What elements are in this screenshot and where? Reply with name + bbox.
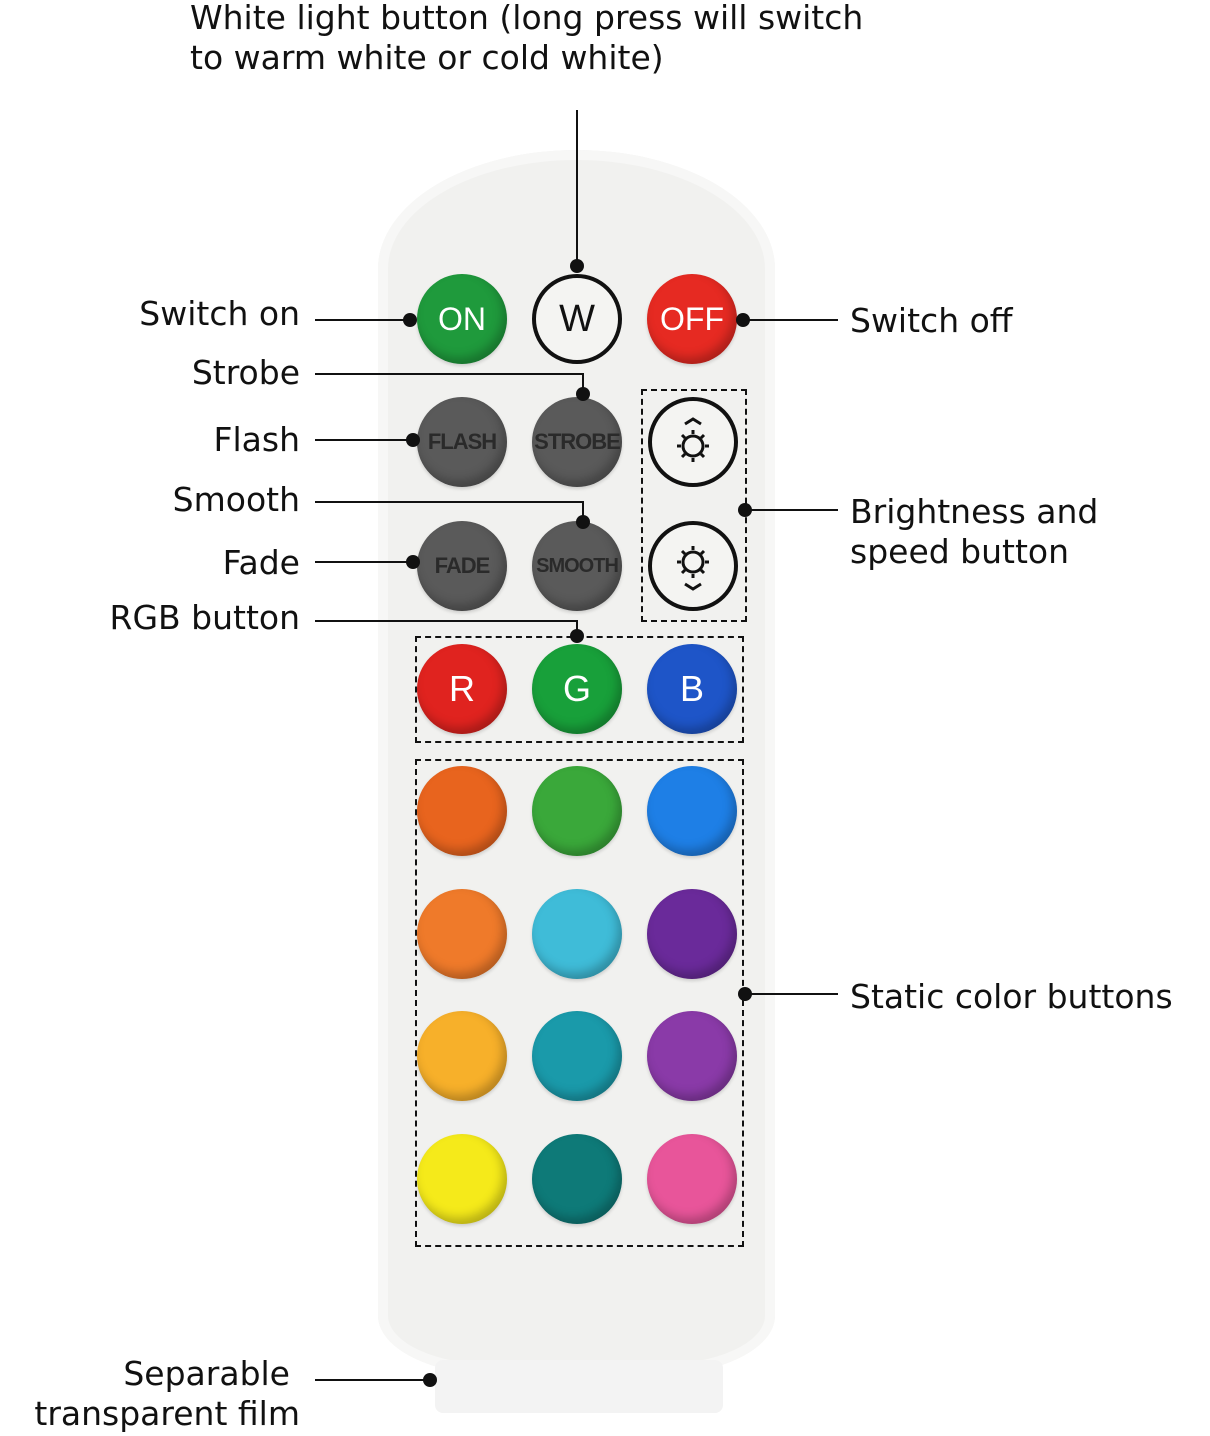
smooth-label: Smooth (172, 480, 300, 519)
static-label: Static color buttons (850, 977, 1173, 1016)
static-color-button[interactable] (532, 1011, 622, 1101)
static-color-button[interactable] (647, 889, 737, 979)
rgb-label: RGB button (109, 598, 300, 637)
blue-button[interactable]: B (647, 644, 737, 734)
white-light-label-1: White light button (long press will swit… (190, 0, 864, 37)
smooth-button[interactable]: SMOOTH (532, 521, 622, 611)
strobe-button[interactable]: STROBE (532, 397, 622, 487)
static-color-button[interactable] (647, 1011, 737, 1101)
static-color-button[interactable] (647, 766, 737, 856)
on-button[interactable]: ON (417, 274, 507, 364)
fade-label: Fade (222, 543, 300, 582)
static-color-button[interactable] (417, 766, 507, 856)
off-button[interactable]: OFF (647, 274, 737, 364)
brightness-label-2: speed button (850, 532, 1070, 571)
transparent-film (435, 1360, 723, 1413)
brightness-label-1: Brightness and (850, 492, 1099, 531)
white-light-label-2: to warm white or cold white) (190, 38, 664, 77)
flash-button[interactable]: FLASH (417, 397, 507, 487)
static-color-button[interactable] (647, 1134, 737, 1224)
static-color-button[interactable] (417, 889, 507, 979)
white-button[interactable]: W (532, 274, 622, 364)
switch-on-label: Switch on (139, 294, 300, 333)
film-label-2: transparent film (34, 1394, 300, 1433)
red-button[interactable]: R (417, 644, 507, 734)
strobe-label: Strobe (191, 353, 300, 392)
static-color-button[interactable] (532, 889, 622, 979)
green-button[interactable]: G (532, 644, 622, 734)
brightness-down-button[interactable] (648, 521, 738, 611)
sun-down-icon (677, 546, 709, 591)
film-label-1: Separable (123, 1354, 290, 1393)
switch-off-label: Switch off (850, 301, 1013, 340)
brightness-up-button[interactable] (648, 397, 738, 487)
static-color-button[interactable] (532, 1134, 622, 1224)
static-color-button[interactable] (417, 1134, 507, 1224)
fade-button[interactable]: FADE (417, 521, 507, 611)
static-color-button[interactable] (532, 766, 622, 856)
sun-up-icon (677, 417, 709, 462)
flash-label: Flash (213, 420, 300, 459)
static-group-box (415, 759, 744, 1247)
static-color-button[interactable] (417, 1011, 507, 1101)
